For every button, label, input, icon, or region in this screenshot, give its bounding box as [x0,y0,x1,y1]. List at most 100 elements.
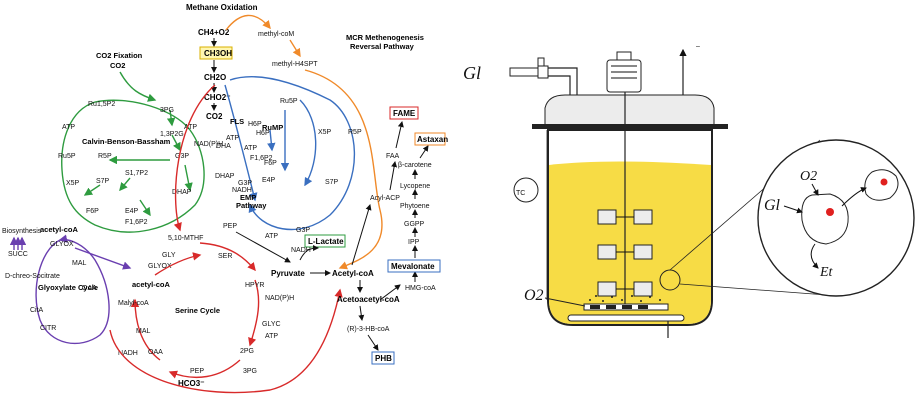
zoom-et-label: Et [819,265,834,280]
phb-label: PHB [375,354,392,363]
methyl-com-label: methyl-coM [258,31,294,38]
x5p-label: X5P [66,180,80,187]
bottom-sparger [567,314,685,322]
atp-label-6: ATP [265,333,278,340]
2pg-label: 2PG [240,348,254,355]
cbb-cycle-title: Calvin-Benson-Bassham [82,137,171,146]
co2-fixation-co2: CO2 [110,61,125,70]
mcr-title-1: MCR Methenogenesis [346,33,424,42]
nadh-label-2: NADH [291,247,311,254]
3pg-label: 3PG [160,107,174,114]
cell-2 [864,169,899,201]
hco3-label: HCO3⁻ [178,379,204,388]
h5p-label: H6P [248,121,262,128]
impeller-blade [633,209,653,225]
acetyl-coa-label-3: acetyl-coA [40,225,79,234]
methyl-h4spt-label: methyl-H4SPT [272,61,318,68]
r5p-label: R5P [98,153,112,160]
dhap-label: DHAP [172,189,192,196]
mcr-title-2: Reversal Pathway [350,42,415,51]
glyox-label-2: GLYOX [50,241,74,248]
fame-box [389,106,419,120]
impeller-blade [597,281,617,297]
f6p-label: F6P [86,208,99,215]
zoom-o2-label: O2 [800,169,817,184]
ru15p2-label: Ru1,5P2 [88,101,115,108]
3pg-label-2: 3PG [243,368,257,375]
s7p-label: S7P [96,178,110,185]
f16p2-label-2: F1,6P2 [250,155,273,162]
nadph-label-1: NAD(P)H [194,141,223,148]
l-lactate-label: L-Lactate [308,237,344,246]
ru5p-label-2: Ru5P [280,98,298,105]
hpyr-label: HPYR [245,282,264,289]
ggpp-label: GGPP [404,221,425,228]
impeller-blade [633,244,653,260]
beta-carotene-label: β-carotene [398,162,432,169]
reactor-lid [544,94,715,126]
r5p-label-2: R5P [348,129,362,136]
g3p-label: G3P [175,153,189,160]
temperature-controller-icon [513,177,539,203]
co2-fixation-title: CO2 Fixation [96,51,143,60]
lycopene-label: Lycopene [400,183,430,190]
impeller-blade [633,281,653,297]
acetyl-coa-label-2: acetyl-coA [132,280,171,289]
atp-label-3: ATP [226,135,239,142]
hmg-coa-label: HMG-coA [405,285,436,292]
mevalonate-label: Mevalonate [391,262,435,271]
fame-label: FAME [393,109,416,118]
r3hb-coa-label: (R)-3-HB-coA [347,326,390,333]
biosynthesis-label: Biosynthesis [2,228,42,235]
acetyl-coa-label: Acetyl-coA [332,269,374,278]
ch4-o2-label: CH4+O2 [198,28,230,37]
inlet-pipe [509,67,539,77]
cho2-label: CHO2⁻ [204,93,230,102]
inlet-tube [548,67,578,96]
phytoene-label: Phytoene [400,203,430,210]
cita-label: CitA [30,307,44,314]
inlet-valve [537,65,549,79]
gly-label: GLY [162,252,176,259]
exhaust-mark: – [696,43,700,50]
tc-label: TC [516,190,525,197]
atp-label-4: ATP [244,145,257,152]
gas-inlet-label: Gl [463,63,481,83]
nadh-label-3: NADH [118,350,138,357]
g3p-label-3: G3P [238,180,252,187]
cell-nucleus-1 [826,208,834,216]
serine-cycle-title: Serine Cycle [175,306,220,315]
acetoacetyl-coa-label: Acetoacetyl-coA [337,295,400,304]
e4p-label: E4P [125,208,139,215]
astaxan-box [414,132,446,146]
mal-label: MAL [136,328,151,335]
13p2g-label: 1,3P2G [160,131,184,138]
nadh-label-1: NADH [232,187,252,194]
oxygen-bubbles [589,295,661,302]
f16p2-label: F1,6P2 [125,219,148,226]
glyoxylate-cycle-title: Glyoxylate Cycle [38,283,98,292]
mthf-label: 5,10-MTHF [168,235,203,242]
s7p-label-2: S7P [325,179,339,186]
emp-title-1: EMP [240,193,256,202]
zoom-gl-label: Gl [764,197,781,214]
methane-oxidation-title: Methane Oxidation [186,3,258,12]
impeller-blade [597,209,617,225]
bioreactor-diagram: Gl – [463,43,915,338]
dha-label: DHA [216,143,231,150]
mal-label-2: MAL [72,260,87,267]
s17p2-label: S1,7P2 [125,170,148,177]
succ-label: SUCC [8,251,28,258]
oaa-label-2: OAA [82,285,97,292]
ser-label: SER [218,253,232,260]
h6p-label: H6P [256,130,270,137]
atp-label-1: ATP [62,124,75,131]
dhap-label-2: DHAP [215,173,235,180]
x5p-label-2: X5P [318,129,332,136]
ch3oh-label: CH3OH [204,49,232,58]
motor-housing [606,59,642,93]
phb-box [371,351,395,365]
impeller-blade [597,244,617,260]
e4p-label-2: E4P [262,177,276,184]
